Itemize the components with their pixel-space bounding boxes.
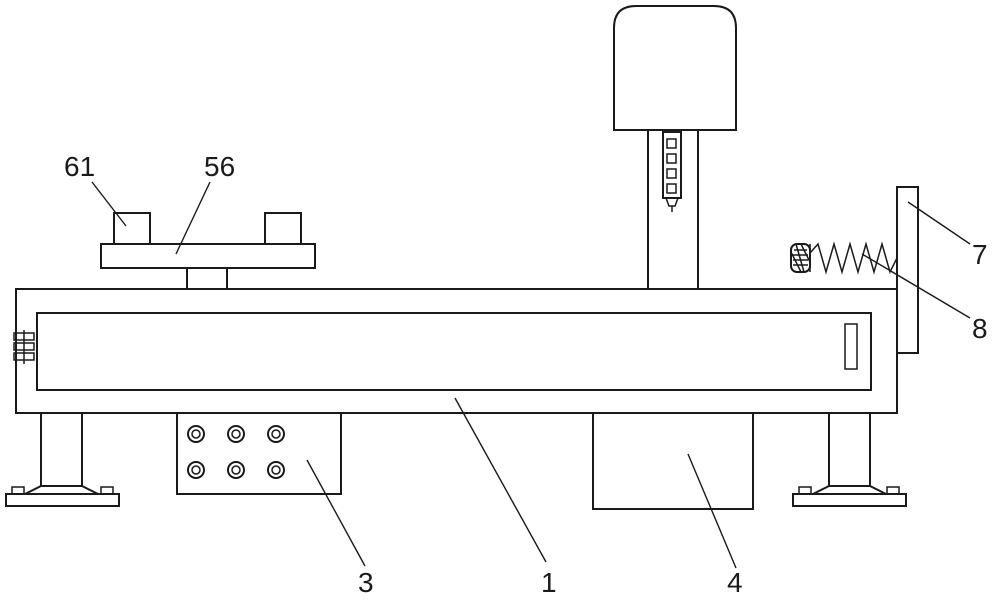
leader-line-56 [175, 181, 211, 255]
motor-assembly [613, 5, 737, 290]
leg-right-foot [812, 485, 887, 495]
label-4: 4 [727, 567, 743, 598]
leg-right-base [792, 493, 907, 507]
drill-bit-segment [666, 153, 677, 164]
leg-right-post [828, 412, 871, 487]
clamp-block-right [264, 212, 302, 245]
label-3: 3 [358, 567, 374, 598]
leader-line-61 [91, 181, 127, 227]
label-61: 61 [64, 151, 95, 182]
control-knob-icon [187, 425, 285, 479]
slot-indicator [844, 323, 858, 370]
label-7: 7 [972, 239, 988, 270]
control-box [176, 412, 342, 495]
leg-left-foot [24, 485, 99, 495]
clamp-post [186, 267, 228, 290]
collection-box [592, 412, 754, 510]
leader-line-7 [907, 201, 971, 245]
label-1: 1 [541, 567, 557, 598]
leader-line-1 [454, 397, 547, 563]
leader-line-3 [306, 459, 366, 567]
leader-line-4 [687, 453, 737, 569]
leg-right-bolt [886, 486, 900, 495]
hinge-icon [13, 330, 35, 364]
leg-left-post [40, 412, 83, 487]
drill-bit-segment [666, 138, 677, 149]
side-plate-assembly [790, 186, 919, 354]
drill-bit-segment [666, 168, 677, 179]
control-box-body [176, 412, 342, 495]
leg-right-bolt [798, 486, 812, 495]
leg-right [792, 412, 907, 507]
drill-bit-body [662, 131, 682, 199]
clamp-assembly [100, 212, 316, 290]
leg-left [5, 412, 120, 507]
leader-line-8 [861, 253, 971, 319]
label-56: 56 [204, 151, 235, 182]
side-plate [896, 186, 919, 354]
leg-left-bolt [100, 486, 114, 495]
drill-bit-segment [666, 183, 677, 194]
main-frame [13, 288, 898, 414]
frame-inner-panel [36, 312, 872, 391]
clamp-plate [100, 243, 316, 269]
spring-end-cap [790, 243, 811, 273]
label-8: 8 [972, 313, 988, 344]
drill-bit-tip [664, 197, 680, 207]
leg-left-base [5, 493, 120, 507]
motor-housing [613, 5, 737, 131]
leg-left-bolt [11, 486, 25, 495]
